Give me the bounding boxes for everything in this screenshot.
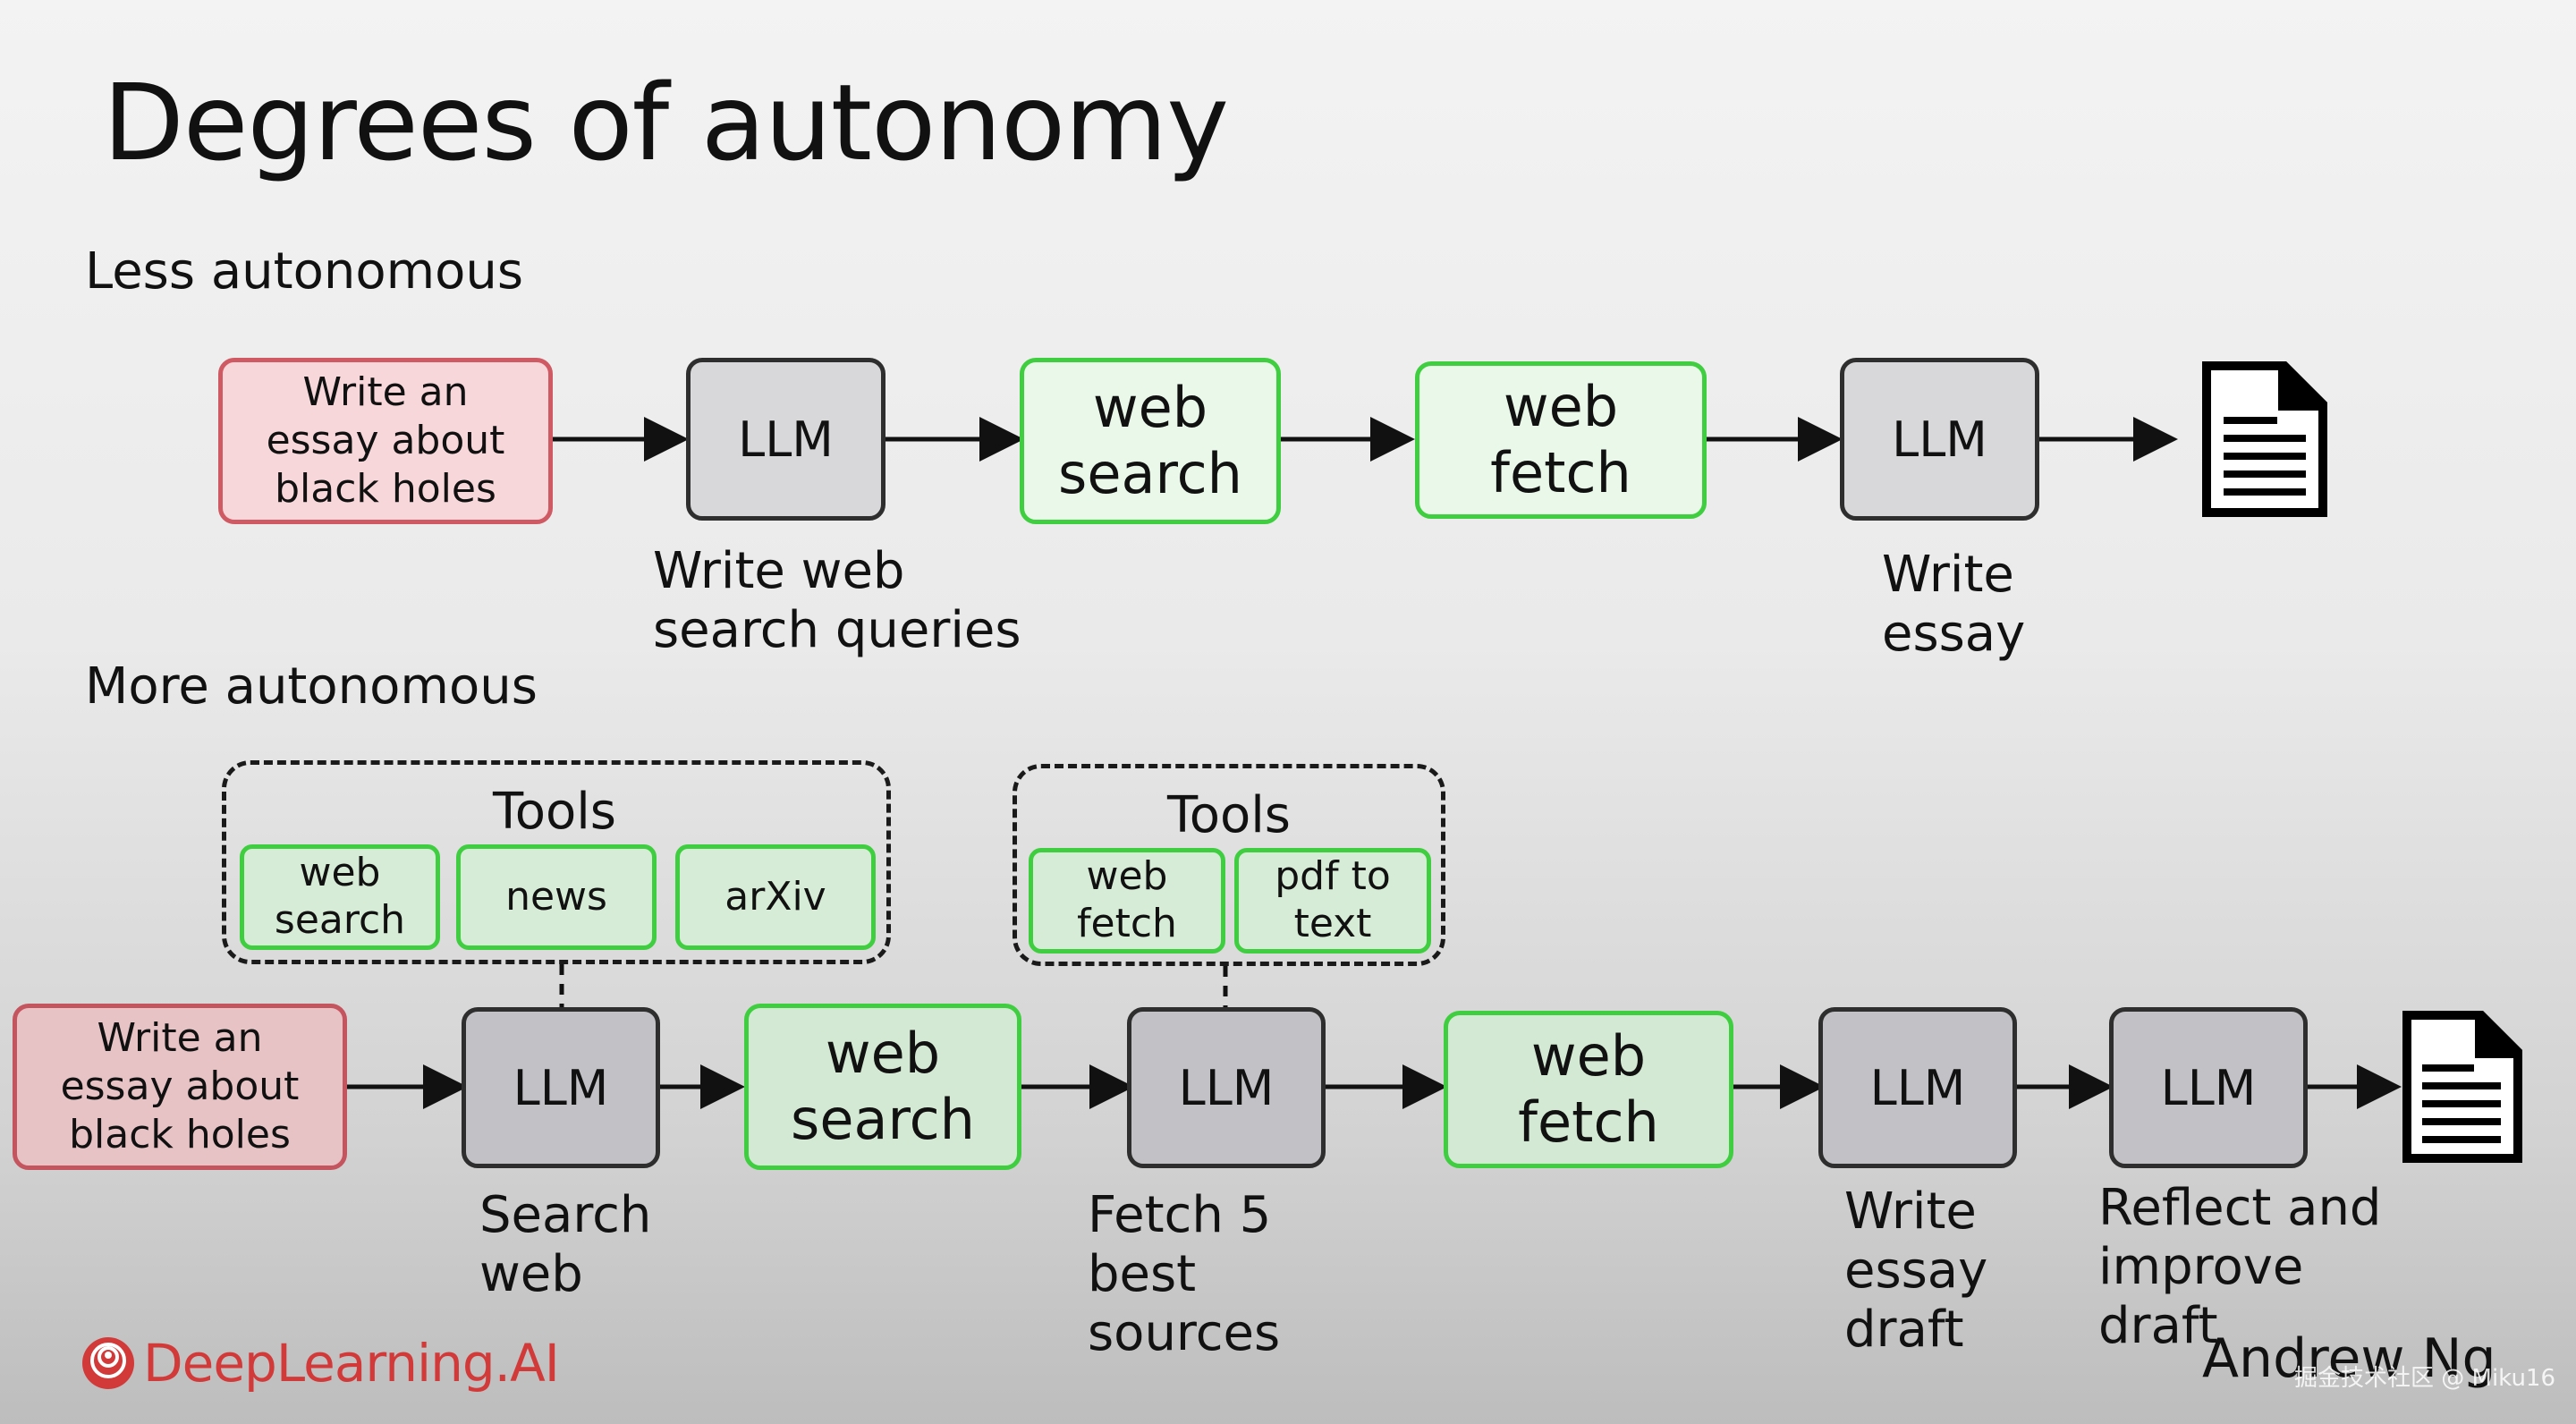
brand-logo: DeepLearning.AI	[80, 1333, 560, 1394]
brand-name: DeepLearning.AI	[143, 1333, 560, 1394]
llm-box-bottom-1: LLM	[462, 1007, 660, 1168]
llm-box-bottom-3: LLM	[1818, 1007, 2017, 1168]
author-name: Andrew Ng	[2202, 1327, 2496, 1390]
watermark: 掘金技术社区 @ Miku16	[2294, 1365, 2556, 1392]
tool-pdf-to-text-mini: pdf to text	[1234, 848, 1431, 954]
llm-box-top-1: LLM	[686, 358, 886, 521]
caption-search-web: Search web	[479, 1186, 652, 1304]
caption-write-queries: Write web search queries	[653, 542, 1021, 660]
tools-group-2	[1013, 764, 1445, 966]
web-search-box-bottom: web search	[744, 1004, 1021, 1170]
slide-title: Degrees of autonomy	[103, 61, 1229, 184]
caption-reflect-improve: Reflect and improve draft	[2098, 1179, 2382, 1356]
tools-group-1	[222, 760, 891, 964]
prompt-box-bottom: Write an essay about black holes	[13, 1004, 347, 1170]
deeplearning-logo-icon	[82, 1337, 134, 1389]
web-fetch-box-bottom: web fetch	[1444, 1011, 1733, 1168]
more-autonomous-label: More autonomous	[85, 657, 538, 716]
llm-box-top-2: LLM	[1840, 358, 2039, 521]
caption-write-draft: Write essay draft	[1844, 1182, 1988, 1360]
document-icon	[2202, 361, 2327, 517]
less-autonomous-label: Less autonomous	[85, 242, 524, 301]
caption-write-essay: Write essay	[1882, 546, 2026, 664]
web-search-box-top: web search	[1020, 358, 1281, 524]
tool-news-mini: news	[456, 844, 657, 950]
tools-group-2-label: Tools	[1167, 786, 1291, 844]
tools-group-1-label: Tools	[493, 783, 616, 841]
tool-arxiv-mini: arXiv	[675, 844, 876, 950]
tool-web-search-mini: web search	[240, 844, 440, 950]
llm-box-bottom-4: LLM	[2109, 1007, 2308, 1168]
document-icon	[2402, 1011, 2522, 1163]
llm-box-bottom-2: LLM	[1127, 1007, 1326, 1168]
prompt-box-top: Write an essay about black holes	[218, 358, 553, 524]
web-fetch-box-top: web fetch	[1415, 361, 1707, 519]
caption-fetch-sources: Fetch 5 best sources	[1088, 1186, 1281, 1363]
tool-web-fetch-mini: web fetch	[1029, 848, 1225, 954]
